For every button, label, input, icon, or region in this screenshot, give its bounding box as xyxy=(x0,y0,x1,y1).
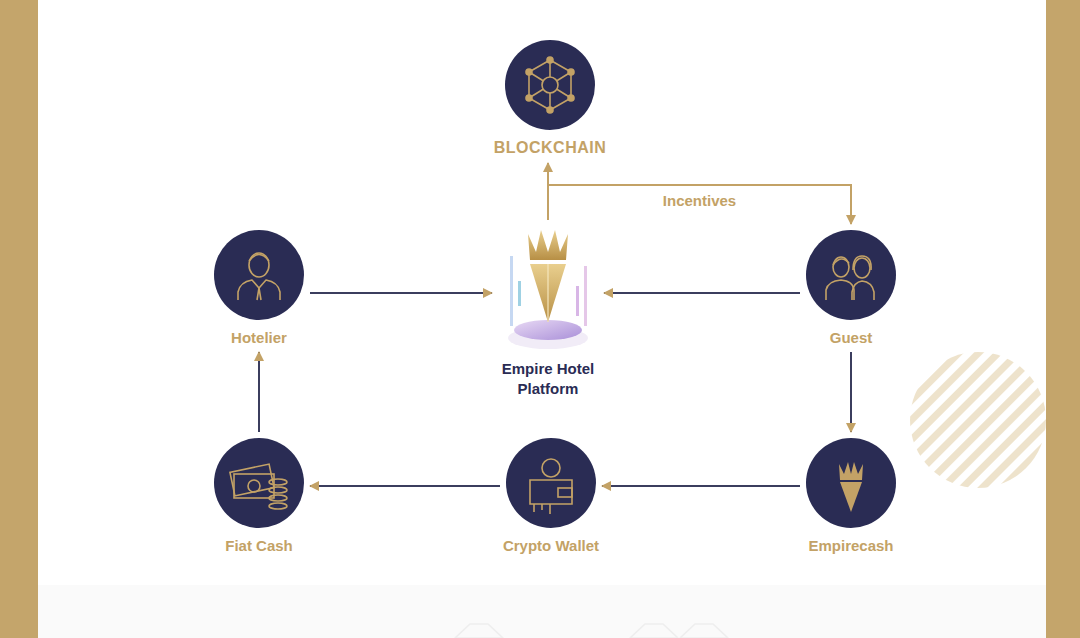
node-label: Empire Hotel Platform xyxy=(483,359,613,399)
flow-arrow xyxy=(310,485,500,487)
node-icon xyxy=(214,438,304,528)
node-label: Hotelier xyxy=(231,329,287,346)
icon-circle-node: Guest xyxy=(806,230,896,320)
icon-circle-node: Crypto Wallet xyxy=(506,438,596,528)
node-circle xyxy=(214,230,304,320)
node-icon xyxy=(806,438,896,528)
left-bar xyxy=(0,0,38,638)
right-bar xyxy=(1046,0,1080,638)
icon-circle-node: Empirecash xyxy=(806,438,896,528)
node-label-wrap: Empirecash xyxy=(808,537,893,554)
flow-arrow xyxy=(310,292,492,294)
striped-disc xyxy=(910,352,1046,488)
flow-arrow xyxy=(602,485,800,487)
node-circle xyxy=(506,438,596,528)
node-label-wrap: Guest xyxy=(830,329,873,346)
node-label: BLOCKCHAIN xyxy=(494,139,607,157)
node-label: Crypto Wallet xyxy=(503,537,599,554)
flow-arrow xyxy=(850,352,852,432)
platform-art xyxy=(498,226,598,350)
node-label: Fiat Cash xyxy=(225,537,293,554)
platform-illustration xyxy=(498,226,598,350)
node-circle xyxy=(214,438,304,528)
node-circle xyxy=(806,230,896,320)
node-label: Guest xyxy=(830,329,873,346)
platform-node: Empire Hotel Platform xyxy=(498,226,598,350)
node-icon xyxy=(806,230,896,320)
node-icon xyxy=(505,40,595,130)
faint-hexagons xyxy=(455,624,728,638)
icon-circle-node: BLOCKCHAIN xyxy=(505,40,595,130)
node-label-wrap: Crypto Wallet xyxy=(503,537,599,554)
icon-circle-node: Fiat Cash xyxy=(214,438,304,528)
node-label-wrap: Hotelier xyxy=(231,329,287,346)
node-icon xyxy=(214,230,304,320)
icon-circle-node: Hotelier xyxy=(214,230,304,320)
node-label: Empirecash xyxy=(808,537,893,554)
node-circle xyxy=(806,438,896,528)
footer-band xyxy=(0,585,1080,638)
node-label-wrap: BLOCKCHAIN xyxy=(494,139,607,157)
node-icon xyxy=(506,438,596,528)
node-label-wrap: Fiat Cash xyxy=(225,537,293,554)
node-circle xyxy=(505,40,595,130)
flow-arrow xyxy=(258,352,260,432)
node-label-wrap: Empire Hotel Platform xyxy=(483,359,613,399)
flow-arrow xyxy=(604,292,800,294)
edge-label: Incentives xyxy=(660,192,739,209)
flow-arrow xyxy=(548,185,851,224)
